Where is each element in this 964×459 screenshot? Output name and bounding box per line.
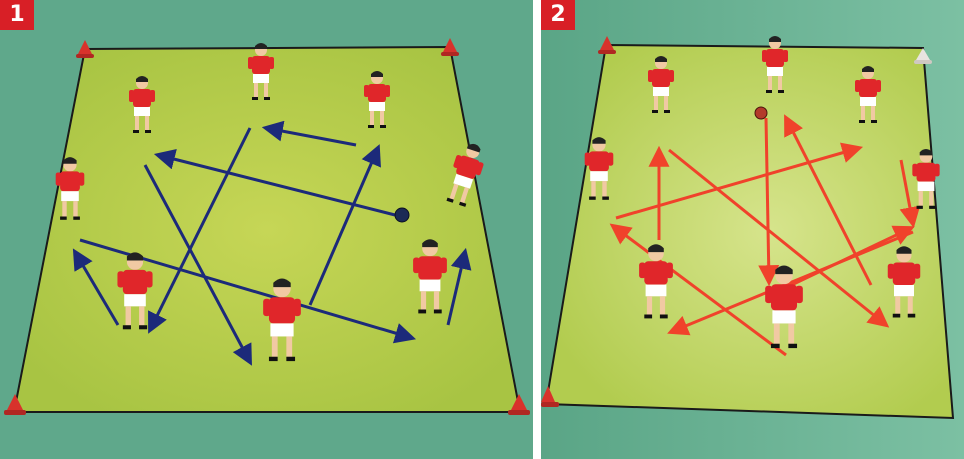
pitch-area bbox=[544, 43, 955, 420]
cone-marker bbox=[4, 394, 26, 415]
cone-marker bbox=[508, 394, 530, 415]
pass-arrow bbox=[758, 117, 780, 287]
pass-arrow bbox=[308, 144, 381, 306]
cone-marker bbox=[441, 38, 459, 56]
ball bbox=[394, 207, 410, 223]
drill-panel-1: 1 bbox=[0, 0, 533, 459]
cone-marker bbox=[914, 48, 932, 64]
pass-arrow bbox=[153, 148, 396, 217]
pass-arrow bbox=[667, 230, 914, 336]
ball bbox=[754, 106, 768, 120]
pass-arrow bbox=[609, 223, 787, 357]
pitch-area bbox=[12, 45, 522, 413]
pass-arrow bbox=[668, 148, 890, 328]
pass-arrow bbox=[615, 142, 864, 220]
drill-number-badge: 2 bbox=[541, 0, 575, 30]
panel-divider bbox=[533, 0, 541, 459]
pass-arrow bbox=[72, 248, 120, 326]
cone-marker bbox=[541, 386, 559, 407]
pass-arrow bbox=[899, 159, 921, 229]
pass-arrow bbox=[446, 247, 472, 326]
pass-arrow bbox=[784, 114, 873, 286]
cone-marker bbox=[76, 40, 94, 58]
panel-1-graphic bbox=[0, 0, 533, 459]
panel-2-graphic bbox=[541, 0, 964, 459]
cone-marker bbox=[598, 36, 616, 54]
drill-number-badge: 1 bbox=[0, 0, 34, 30]
pass-arrow bbox=[143, 164, 252, 366]
drill-panel-2: 2 bbox=[541, 0, 964, 459]
pass-arrow bbox=[261, 120, 357, 147]
pass-arrow bbox=[148, 127, 252, 334]
